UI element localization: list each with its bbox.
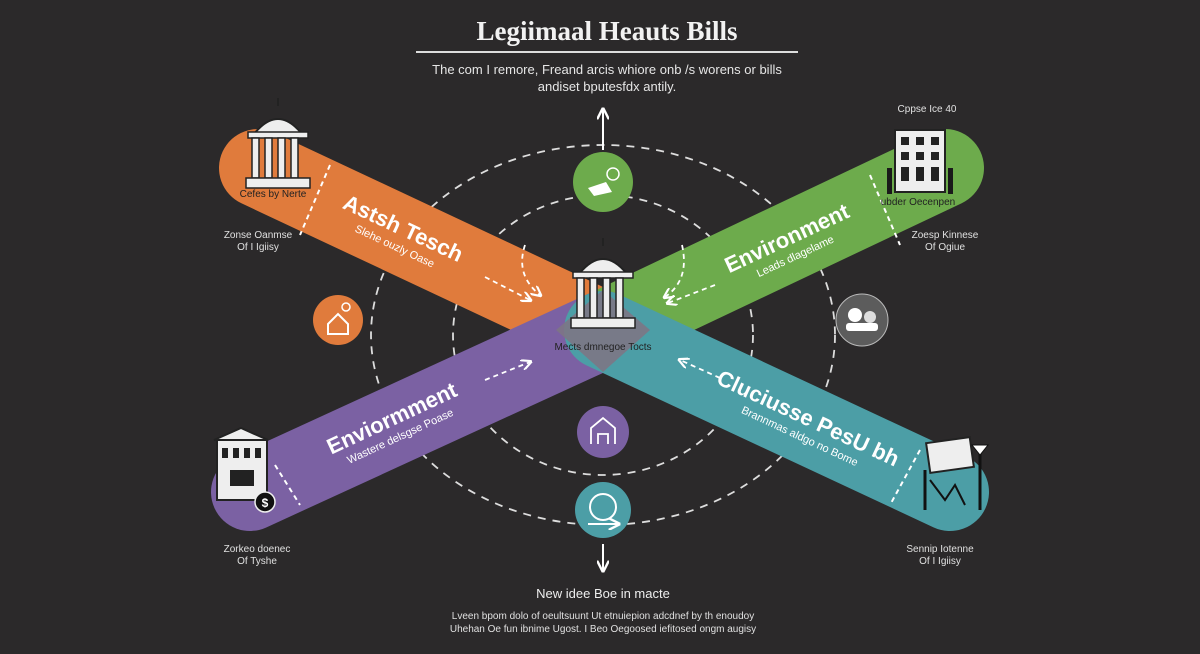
purple-divider bbox=[274, 464, 301, 506]
footer-line-2: Uhehan Oe fun ibnime Ugost. I Beo Oegoos… bbox=[450, 624, 756, 635]
green-icon-caption: ubder Oecenpen bbox=[881, 197, 956, 208]
green-node-sun-hand-icon bbox=[573, 152, 633, 212]
green-top-caption: Cppse Ice 40 bbox=[898, 104, 957, 115]
purple-side-caption-2: Of Tyshe bbox=[237, 556, 277, 567]
page-title: Legiimaal Heauts Bills bbox=[476, 16, 737, 46]
gray-node-people-icon bbox=[835, 293, 889, 347]
band-green bbox=[564, 129, 984, 369]
teal-node-globe-icon bbox=[575, 482, 631, 538]
inner-dashed-ring bbox=[452, 194, 754, 476]
subtitle-line-2: andiset bputesfdx antily. bbox=[538, 79, 677, 94]
teal-side-caption-2: Of I Igiisy bbox=[919, 556, 961, 567]
green-side-caption-2: Of Ogiue bbox=[925, 242, 965, 253]
band-orange bbox=[219, 129, 642, 369]
subtitle-line-1: The com I remore, Freand arcis whiore on… bbox=[432, 62, 782, 77]
footer-heading: New idee Boe in macte bbox=[536, 586, 670, 601]
green-divider bbox=[869, 174, 901, 246]
orange-node-house-key-icon bbox=[313, 295, 363, 345]
orange-side-caption-2: Of I Igiisy bbox=[237, 242, 279, 253]
purple-node-building-icon bbox=[577, 406, 629, 458]
band-purple bbox=[211, 291, 642, 531]
band-teal bbox=[564, 291, 989, 531]
orange-side-caption-1: Zonse Oanmse bbox=[224, 230, 293, 241]
footer-line-1: Lveen bpom dolo of oeultsuunt Ut etnuiep… bbox=[452, 611, 754, 622]
office-building-icon-green bbox=[887, 129, 953, 194]
billboard-protest-icon-teal bbox=[923, 435, 990, 510]
bank-building-icon-purple: $ bbox=[213, 426, 276, 513]
orange-icon-caption: Cefes by Nerte bbox=[240, 189, 307, 200]
green-side-caption-1: Zoesp Kinnese bbox=[912, 230, 979, 241]
purple-side-caption-1: Zorkeo doenec bbox=[224, 544, 291, 555]
center-label: Mects dmnegoe Tocts bbox=[554, 342, 651, 353]
orange-divider bbox=[299, 164, 331, 236]
svg-text:$: $ bbox=[262, 496, 269, 510]
flow-arrows bbox=[484, 244, 721, 381]
teal-divider bbox=[889, 449, 921, 506]
teal-side-caption-1: Sennip Iotenne bbox=[906, 544, 974, 555]
